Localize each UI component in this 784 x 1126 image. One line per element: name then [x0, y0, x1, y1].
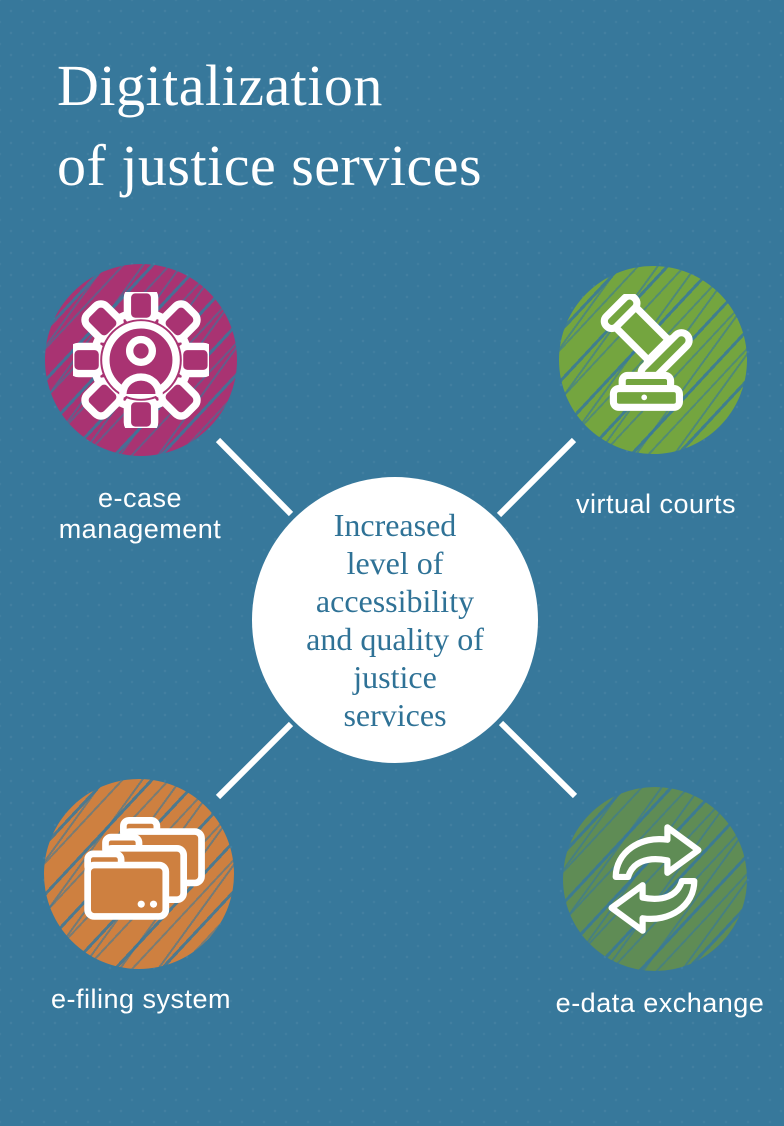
center-text-line: and quality of: [306, 621, 484, 657]
e-data-exchange-circle: [563, 787, 747, 971]
connector-line-top-right: [496, 437, 577, 518]
connector-line-bottom-right: [498, 720, 578, 799]
arrows-exchange-icon: [593, 824, 702, 941]
virtual-courts-label: virtual courts: [575, 489, 737, 519]
e-filing-system-circle: [44, 779, 234, 969]
center-text-line: services: [343, 697, 447, 733]
page-title-line-1: Digitalization: [57, 53, 383, 118]
center-text-line: accessibility: [315, 583, 475, 619]
e-filing-system-label: e-filing system: [50, 984, 232, 1014]
e-case-management-circle: [45, 264, 237, 456]
center-circle: Increased level of accessibility and qua…: [252, 477, 538, 763]
connector-line-top-left: [215, 437, 294, 517]
page-title-line-2: of justice services: [57, 133, 483, 198]
e-case-management-label: e-case management: [58, 483, 222, 544]
e-data-exchange-label: e-data exchange: [555, 988, 765, 1018]
gavel-icon: [600, 294, 693, 411]
page-title: Digitalization of justice services: [57, 46, 482, 206]
center-text-line: level of: [346, 545, 444, 581]
user-gear-icon: [73, 292, 209, 428]
folders-icon: [84, 817, 205, 920]
connector-line-bottom-left: [215, 721, 294, 800]
center-text-line: justice: [353, 659, 437, 695]
center-text-line: Increased: [333, 507, 457, 543]
virtual-courts-circle: [559, 266, 747, 454]
